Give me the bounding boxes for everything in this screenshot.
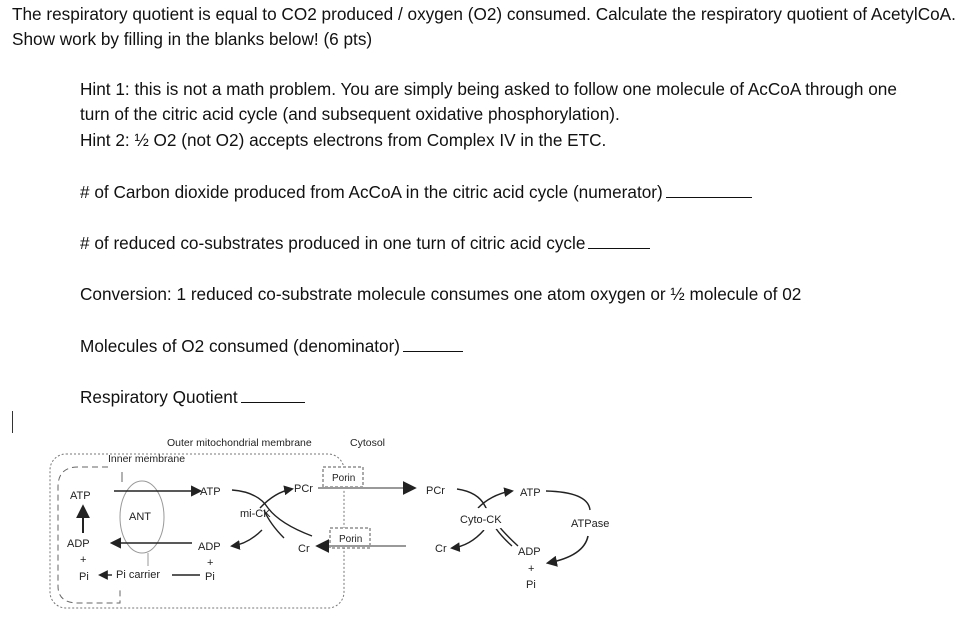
mi-ck-pcr-arrow	[259, 485, 294, 509]
outer-membrane-label: Outer mitochondrial membrane	[167, 437, 312, 449]
co2-question: # of Carbon dioxide produced from AcCoA …	[80, 179, 752, 205]
cyto-adp-label: ADP	[518, 546, 541, 558]
cyto-ck-label-bg	[454, 508, 514, 530]
text-cursor	[12, 411, 13, 433]
ims-adp-label: ADP	[198, 541, 221, 553]
o2-question: Molecules of O2 consumed (denominator)	[80, 333, 464, 359]
ant-transporter	[119, 480, 165, 554]
cyto-pi-label: Pi	[526, 579, 536, 591]
co2-answer-blank[interactable]	[665, 179, 752, 198]
question-text: The respiratory quotient is equal to CO2…	[12, 4, 956, 49]
ims-pi-label: Pi	[205, 571, 215, 583]
cyto-ck-label: Cyto-CK	[460, 514, 502, 526]
inner-membrane-label: Inner membrane	[108, 453, 185, 465]
mi-ck-adp-arrow	[230, 529, 263, 550]
pi-carrier-label: Pi carrier	[116, 569, 160, 581]
cyto-atp-label: ATP	[520, 487, 541, 499]
atpase-adp-arrow	[545, 535, 589, 567]
reduced-prompt: # of reduced co-substrates produced in o…	[80, 233, 586, 253]
porin-bottom	[329, 527, 371, 549]
rq-prompt: Respiratory Quotient	[80, 387, 238, 407]
matrix-pi-label: Pi	[79, 571, 89, 583]
matrix-atp-label: ATP	[70, 490, 91, 502]
cyto-pcr-label: PCr	[426, 485, 445, 497]
ims-pcr-label: PCr	[294, 483, 313, 495]
co2-prompt: # of Carbon dioxide produced from AcCoA …	[80, 182, 663, 202]
o2-answer-blank[interactable]	[403, 333, 464, 352]
hint-1-text: Hint 1: this is not a math problem. You …	[80, 79, 897, 124]
inner-membrane-outline	[57, 466, 121, 604]
cyto-plus-sign: +	[528, 563, 534, 575]
cyto-ck-pcr-curve	[456, 488, 519, 547]
matrix-adp-label: ADP	[67, 538, 90, 550]
ims-cr-label: Cr	[298, 543, 310, 555]
mi-ck-atp-curve	[231, 489, 313, 537]
cyto-ck-atp-arrow	[477, 487, 514, 509]
cyto-cr-label: Cr	[435, 543, 447, 555]
atpase-atp-curve	[545, 490, 591, 511]
matrix-plus-sign: +	[80, 554, 86, 566]
mi-ck-cr-curve	[263, 509, 285, 539]
ims-plus-sign: +	[207, 557, 213, 569]
outer-membrane-outline	[49, 453, 345, 609]
porin-bottom-label: Porin	[339, 534, 362, 545]
rq-question: Respiratory Quotient	[80, 384, 305, 410]
ant-label: ANT	[129, 511, 151, 523]
hint-1: Hint 1: this is not a math problem. You …	[80, 77, 910, 127]
mi-ck-label: mi-CK	[240, 508, 271, 520]
reduced-answer-blank[interactable]	[588, 230, 651, 249]
cytosol-label: Cytosol	[350, 437, 385, 449]
hint-2: Hint 2: ½ O2 (not O2) accepts electrons …	[80, 130, 607, 150]
rq-answer-blank[interactable]	[240, 384, 305, 403]
porin-top-label: Porin	[332, 473, 355, 484]
reduced-question: # of reduced co-substrates produced in o…	[80, 230, 651, 256]
o2-prompt: Molecules of O2 consumed (denominator)	[80, 336, 401, 356]
ims-atp-label: ATP	[200, 486, 221, 498]
conversion-statement: Conversion: 1 reduced co-substrate molec…	[80, 284, 802, 304]
cyto-ck-cr-arrow	[450, 529, 485, 553]
atpase-label: ATPase	[571, 518, 609, 530]
